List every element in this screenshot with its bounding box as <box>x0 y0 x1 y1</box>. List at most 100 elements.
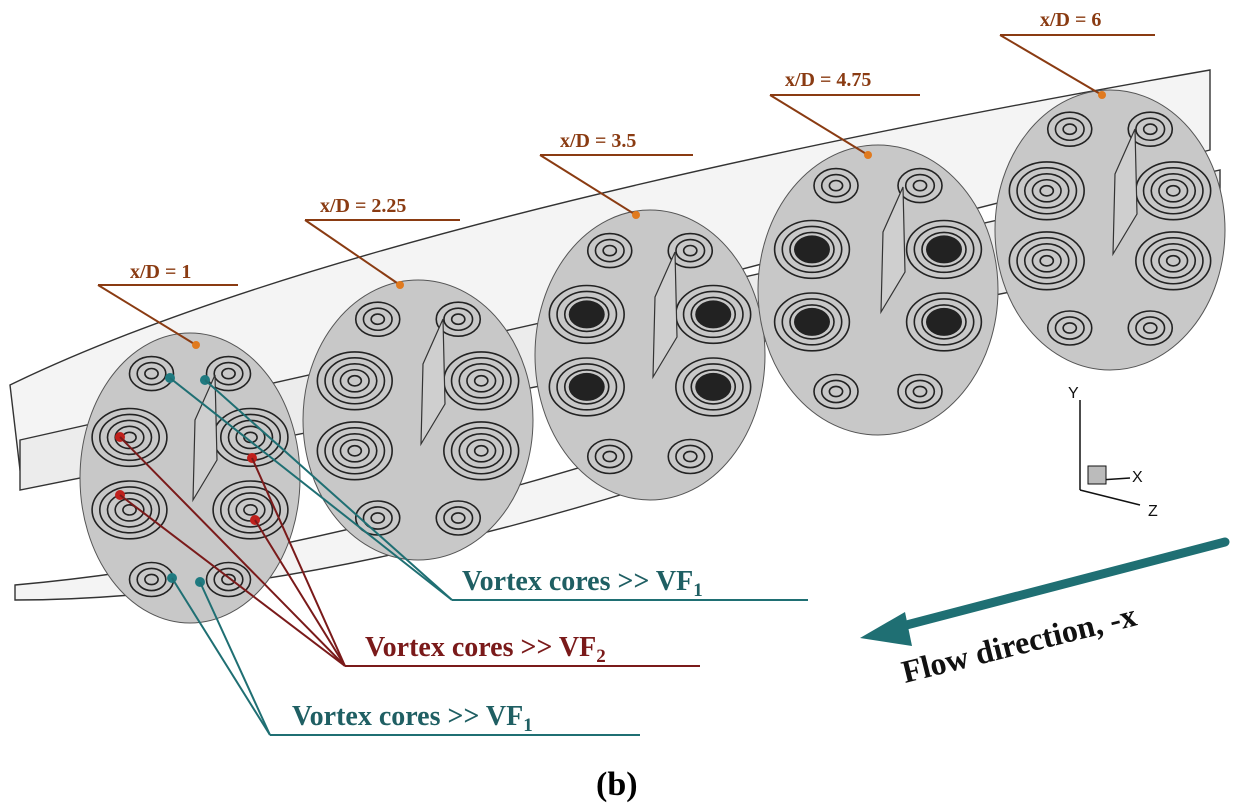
streamline <box>781 225 843 274</box>
streamline <box>114 498 145 522</box>
streamline <box>339 438 370 463</box>
streamline <box>144 367 159 380</box>
streamline <box>1039 184 1055 197</box>
streamline <box>324 357 386 405</box>
streamline <box>91 407 168 468</box>
streamline <box>450 313 466 326</box>
streamline <box>828 385 844 398</box>
streamline <box>99 413 161 462</box>
streamline <box>682 244 698 257</box>
streamline <box>1054 316 1085 340</box>
cross-section-disk <box>302 279 534 561</box>
axis-x-label: X <box>1132 469 1143 486</box>
streamline <box>675 238 706 263</box>
streamline <box>682 363 744 411</box>
dense-vortex-core <box>695 300 732 329</box>
streamline <box>1023 242 1070 279</box>
streamline <box>205 355 252 392</box>
streamline <box>602 244 618 257</box>
streamline <box>1062 123 1078 136</box>
streamline <box>667 232 714 269</box>
streamline <box>913 225 975 274</box>
streamline <box>1127 310 1174 346</box>
fin-plate <box>192 374 218 503</box>
streamline <box>548 357 625 417</box>
streamline <box>563 296 610 333</box>
dense-vortex-core <box>926 235 962 264</box>
streamline <box>227 492 274 528</box>
streamline <box>813 373 859 410</box>
axes-triad: Y X Z <box>1068 385 1158 520</box>
streamline <box>548 284 625 345</box>
streamline <box>370 313 386 326</box>
streamline <box>813 167 859 204</box>
streamline <box>682 290 744 339</box>
figure-caption: (b) <box>596 766 638 803</box>
streamline <box>675 444 706 469</box>
streamline <box>362 506 393 530</box>
streamline <box>1142 237 1204 285</box>
streamline <box>773 292 851 352</box>
streamline <box>690 296 737 333</box>
streamline <box>362 307 393 332</box>
streamline <box>594 238 625 263</box>
streamline <box>1008 161 1085 221</box>
streamline <box>347 374 363 387</box>
streamline <box>213 361 244 386</box>
streamline <box>221 573 236 586</box>
streamline <box>466 438 497 463</box>
flow-direction-label: Flow direction, -x <box>898 597 1140 690</box>
streamline <box>1046 310 1093 346</box>
streamline <box>324 427 386 475</box>
dense-vortex-core <box>568 300 605 329</box>
streamline <box>921 231 967 268</box>
streamline <box>347 444 363 457</box>
fin-plate <box>420 318 446 447</box>
streamline <box>820 379 852 404</box>
fin-plate <box>1112 128 1138 257</box>
streamline <box>435 301 482 338</box>
streamline <box>675 357 752 417</box>
streamline <box>450 357 512 405</box>
cross-section-disks <box>79 89 1226 624</box>
streamline <box>828 179 844 192</box>
streamline <box>473 374 489 387</box>
station-label-2: x/D = 2.25 <box>320 195 406 217</box>
streamline <box>563 369 610 405</box>
streamline <box>781 298 843 346</box>
streamline <box>1062 322 1078 334</box>
callout-vf1-lower: Vortex cores >> VF1 <box>292 701 533 736</box>
streamline <box>370 512 386 524</box>
dense-vortex-core <box>695 372 732 401</box>
streamline <box>1135 231 1212 291</box>
streamline <box>473 444 489 457</box>
station-label-4: x/D = 4.75 <box>785 69 871 91</box>
streamline <box>458 432 505 469</box>
streamline <box>136 567 167 592</box>
streamline <box>556 290 618 339</box>
streamline <box>331 432 378 469</box>
streamline <box>789 304 835 340</box>
streamline <box>316 421 393 481</box>
streamline <box>1023 173 1070 209</box>
streamline <box>1158 178 1189 203</box>
streamline <box>136 361 167 386</box>
streamline <box>897 167 943 204</box>
station-label-5: x/D = 6 <box>1040 9 1101 31</box>
callout-vf1-upper: Vortex cores >> VF1 <box>462 566 703 601</box>
streamline <box>443 506 474 530</box>
streamline <box>450 512 466 524</box>
flow-direction: Flow direction, -x <box>860 537 1230 690</box>
cross-section-disk <box>79 332 301 624</box>
streamline <box>913 298 975 346</box>
streamline <box>235 425 266 450</box>
streamline <box>897 373 943 410</box>
streamline <box>1158 248 1189 273</box>
callout-vf2: Vortex cores >> VF2 <box>365 632 606 667</box>
dense-vortex-core <box>568 372 605 401</box>
streamline <box>443 307 474 332</box>
streamline <box>1054 117 1085 142</box>
streamline <box>1046 111 1093 147</box>
streamline <box>1135 117 1166 142</box>
streamline <box>921 304 967 340</box>
